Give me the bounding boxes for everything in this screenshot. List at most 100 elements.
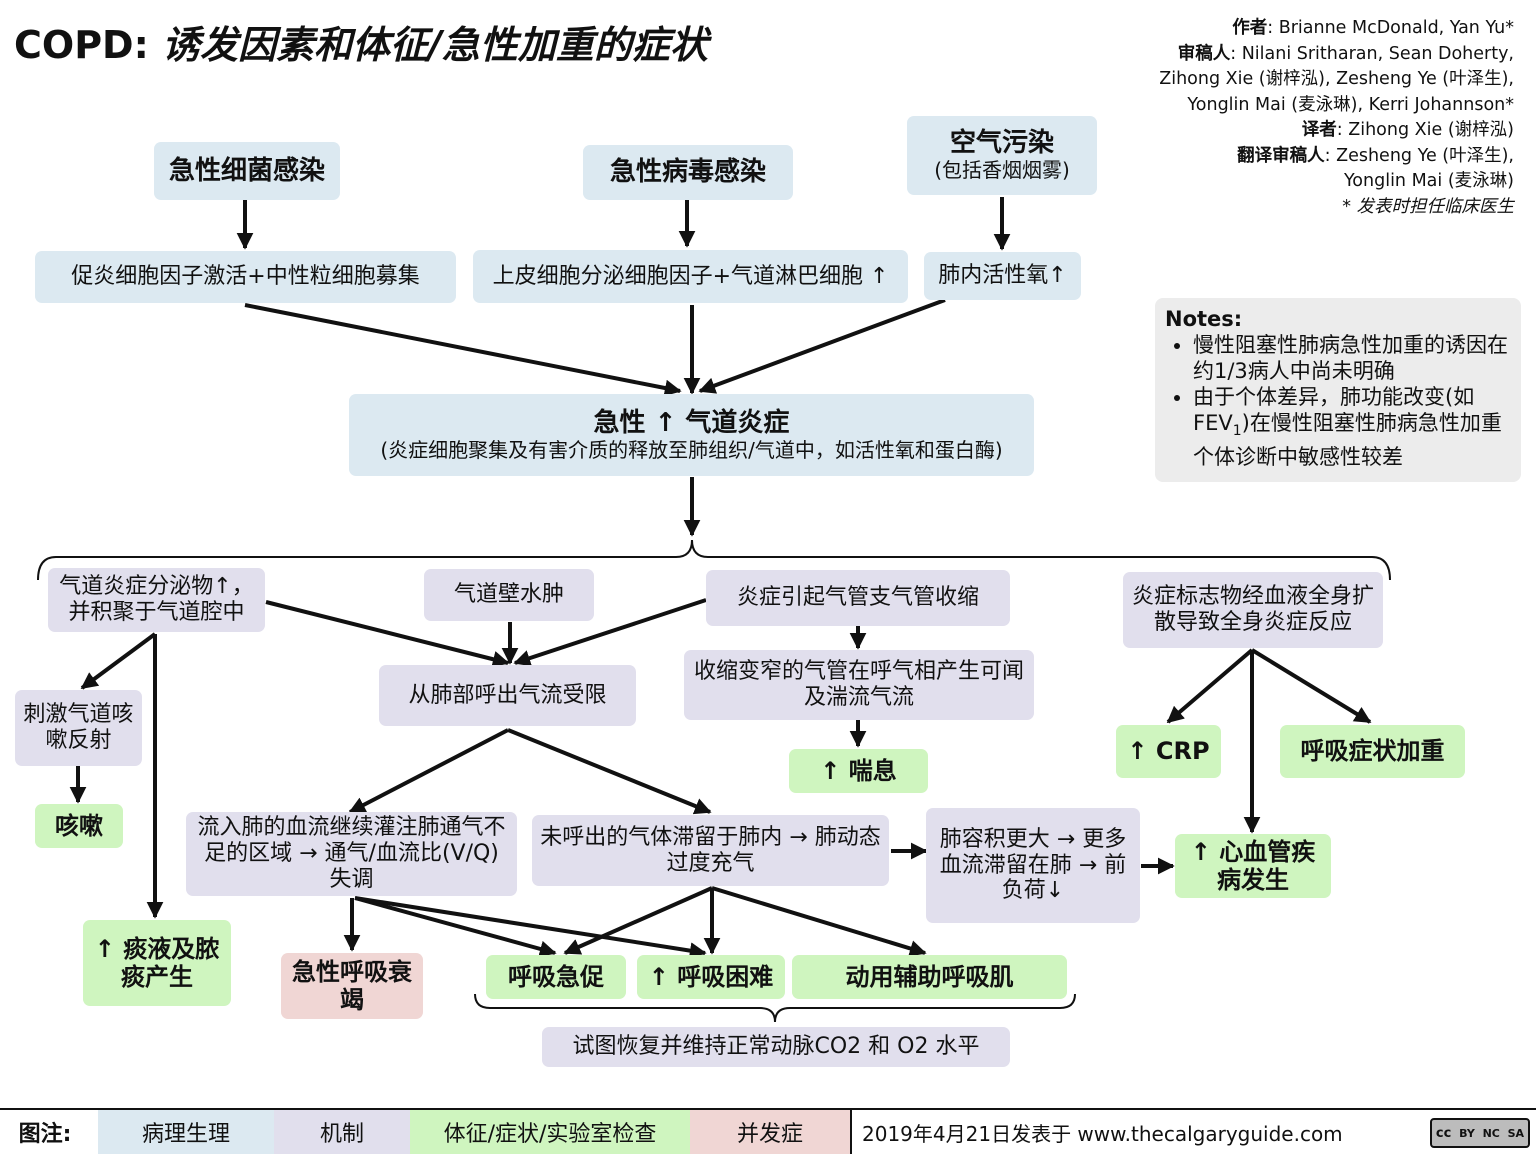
title-main: 诱发因素和体征/急性加重的症状 xyxy=(162,23,708,67)
note-item-1: 慢性阻塞性肺病急性加重的诱因在约1/3病人中尚未明确 xyxy=(1193,332,1511,384)
notes-heading: Notes: xyxy=(1165,307,1243,331)
by-icon: BY xyxy=(1459,1126,1475,1140)
cc-license-badge: cc BY NC SA xyxy=(1430,1118,1530,1148)
arrow-secretions-airflow xyxy=(265,600,510,668)
box-cytokine-activation-label: 促炎细胞因子激活+中性粒细胞募集 xyxy=(71,264,420,290)
note-item-2-sub: 1 xyxy=(1232,423,1242,440)
arrow-vq-dyspnea xyxy=(354,896,707,959)
box-airway-secretions-label: 气道炎症分泌物↑，并积聚于气道腔中 xyxy=(59,574,254,625)
box-cytokine-activation: 促炎细胞因子激活+中性粒细胞募集 xyxy=(35,251,456,303)
legend-bar: 图注: 病理生理 机制 体征/症状/实验室检查 并发症 2019年4月21日发表… xyxy=(0,1108,1536,1154)
box-systemic-inflammation-label: 炎症标志物经血液全身扩散导致全身炎症反应 xyxy=(1131,584,1374,635)
box-air-pollution: 空气污染 (包括香烟烟雾) xyxy=(907,116,1097,195)
arrow-cytokine-inflammation xyxy=(244,303,682,397)
page-title: COPD: 诱发因素和体征/急性加重的症状 xyxy=(14,14,708,69)
box-air-trapping-label: 未呼出的气体滞留于肺内 → 肺动态过度充气 xyxy=(540,824,881,876)
box-crp: ↑ CRP xyxy=(1116,725,1221,778)
trans-reviewers-line-2: Yonglin Mai (麦泳琳) xyxy=(1343,171,1514,191)
box-vq-mismatch-label: 流入肺的血流继续灌注肺通气不足的区域 → 通气/血流比(V/Q) 失调 xyxy=(197,815,506,892)
box-airflow-limitation: 从肺部呼出气流受限 xyxy=(379,665,636,726)
reviewers-line-2: Zihong Xie (谢梓泓), Zesheng Ye (叶泽生), xyxy=(1159,69,1514,89)
box-tachypnea-label: 呼吸急促 xyxy=(508,962,604,991)
sa-icon: SA xyxy=(1507,1126,1525,1140)
box-wheeze: ↑ 喘息 xyxy=(789,749,928,793)
legend-complication: 并发症 xyxy=(690,1110,850,1154)
author: : Brianne McDonald, Yan Yu* xyxy=(1267,18,1514,38)
box-crp-label: ↑ CRP xyxy=(1127,737,1210,766)
box-acute-respiratory-failure: 急性呼吸衰竭 xyxy=(281,953,423,1019)
arrow-systemic-crp xyxy=(1166,648,1254,724)
box-sputum-production: ↑ 痰液及脓痰产生 xyxy=(83,920,231,1006)
reviewers-line-1: : Nilani Sritharan, Sean Doherty, xyxy=(1230,43,1514,64)
note-item-2: 由于个体差异，肺功能改变(如FEV1)在慢性阻塞性肺病急性加重个体诊断中敏感性较… xyxy=(1193,384,1511,470)
translator: : Zihong Xie (谢梓泓) xyxy=(1336,120,1514,140)
arrow-secretions-coughreflex xyxy=(80,632,157,690)
arrow-ros-inflammation xyxy=(698,298,946,394)
notes-panel: Notes: 慢性阻塞性肺病急性加重的诱因在约1/3病人中尚未明确 由于个体差异… xyxy=(1155,298,1521,482)
box-viral-infection-label: 急性病毒感染 xyxy=(609,157,766,188)
box-dyspnea: ↑ 呼吸困难 xyxy=(637,955,785,999)
box-accessory-muscles: 动用辅助呼吸肌 xyxy=(792,955,1067,999)
box-airway-inflammation: 急性 ↑ 气道炎症 (炎症细胞聚集及有害介质的释放至肺组织/气道中，如活性氧和蛋… xyxy=(349,394,1034,476)
box-airway-edema-label: 气道壁水肿 xyxy=(453,582,564,608)
legend-divider xyxy=(850,1110,852,1154)
cc-icon: cc xyxy=(1435,1125,1452,1141)
box-lung-ros: 肺内活性氧↑ xyxy=(924,252,1081,300)
note-item-2-a: 由于个体差异，肺功能改变(如FEV xyxy=(1193,385,1475,435)
box-turbulent-airflow-label: 收缩变窄的气管在呼气相产生可闻及湍流气流 xyxy=(693,659,1024,710)
reviewers-line-3: Yonglin Mai (麦泳琳), Kerri Johannson* xyxy=(1187,94,1514,115)
credits: 作者: Brianne McDonald, Yan Yu* 审稿人: Nilan… xyxy=(1159,16,1514,220)
box-cough-label: 咳嗽 xyxy=(55,811,103,840)
box-restore-gases: 试图恢复并维持正常动脉CO2 和 O2 水平 xyxy=(542,1027,1010,1067)
arrow-bronchoconstriction-airflow xyxy=(513,598,707,667)
box-cough: 咳嗽 xyxy=(35,804,123,848)
brace-top xyxy=(37,539,1391,581)
box-airway-inflammation-sub: (炎症细胞聚集及有害介质的释放至肺组织/气道中，如活性氧和蛋白酶) xyxy=(380,437,1003,462)
arrow-airflow-trapping xyxy=(507,728,712,815)
box-turbulent-airflow: 收缩变窄的气管在呼气相产生可闻及湍流气流 xyxy=(684,650,1034,720)
box-epithelial-cytokines-label: 上皮细胞分泌细胞因子+气道淋巴细胞 ↑ xyxy=(492,263,889,289)
box-airway-edema: 气道壁水肿 xyxy=(424,569,594,621)
footnote: * 发表时担任临床医生 xyxy=(1342,196,1514,217)
box-accessory-muscles-label: 动用辅助呼吸肌 xyxy=(845,962,1014,991)
box-airway-secretions: 气道炎症分泌物↑，并积聚于气道腔中 xyxy=(48,568,265,632)
box-worsening-respiratory-symptoms: 呼吸症状加重 xyxy=(1280,725,1465,778)
published-date: 2019年4月21日发表于 www.thecalgaryguide.com xyxy=(862,1121,1343,1146)
box-cough-reflex: 刺激气道咳嗽反射 xyxy=(15,690,142,766)
box-acute-respiratory-failure-label: 急性呼吸衰竭 xyxy=(292,957,412,1014)
box-air-trapping: 未呼出的气体滞留于肺内 → 肺动态过度充气 xyxy=(532,815,889,886)
legend-mechanism: 机制 xyxy=(274,1110,410,1154)
arrow-trapping-tachypnea xyxy=(563,886,713,955)
box-lung-volume-label: 肺容积更大 → 更多血流滞留在肺 → 前负荷↓ xyxy=(939,826,1127,904)
box-cough-reflex-label: 刺激气道咳嗽反射 xyxy=(23,702,134,753)
legend-label: 图注: xyxy=(18,1122,72,1147)
box-air-pollution-label: 空气污染 xyxy=(949,128,1054,159)
arrow-trapping-accessory xyxy=(711,886,927,957)
box-cardiovascular-disease-label: ↑ 心血管疾病发生 xyxy=(1190,837,1316,894)
notes-list: 慢性阻塞性肺病急性加重的诱因在约1/3病人中尚未明确 由于个体差异，肺功能改变(… xyxy=(1165,332,1511,470)
box-restore-gases-label: 试图恢复并维持正常动脉CO2 和 O2 水平 xyxy=(572,1034,980,1060)
nc-icon: NC xyxy=(1482,1126,1500,1140)
box-bacterial-infection-label: 急性细菌感染 xyxy=(168,155,325,186)
arrow-vq-tachypnea xyxy=(354,896,557,958)
trans-reviewers-line-1: : Zesheng Ye (叶泽生), xyxy=(1324,145,1514,166)
box-cardiovascular-disease: ↑ 心血管疾病发生 xyxy=(1175,834,1331,898)
box-bacterial-infection: 急性细菌感染 xyxy=(154,142,340,200)
author-label: 作者 xyxy=(1232,18,1268,38)
box-dyspnea-label: ↑ 呼吸困难 xyxy=(648,962,774,991)
box-air-pollution-sub: (包括香烟烟雾) xyxy=(934,158,1070,183)
reviewer-label: 审稿人 xyxy=(1177,43,1231,64)
box-lung-volume: 肺容积更大 → 更多血流滞留在肺 → 前负荷↓ xyxy=(926,808,1140,923)
box-systemic-inflammation: 炎症标志物经血液全身扩散导致全身炎症反应 xyxy=(1123,572,1383,648)
legend-pathophysiology: 病理生理 xyxy=(98,1110,274,1154)
box-bronchoconstriction-label: 炎症引起气管支气管收缩 xyxy=(736,585,979,611)
arrow-airflow-vq xyxy=(348,728,509,814)
box-sputum-production-label: ↑ 痰液及脓痰产生 xyxy=(94,934,220,991)
brace-bottom xyxy=(474,993,1076,1023)
box-wheeze-label: ↑ 喘息 xyxy=(820,756,897,785)
box-airway-inflammation-label: 急性 ↑ 气道炎症 xyxy=(593,407,790,438)
box-viral-infection: 急性病毒感染 xyxy=(583,145,793,200)
box-airflow-limitation-label: 从肺部呼出气流受限 xyxy=(408,682,607,708)
box-bronchoconstriction: 炎症引起气管支气管收缩 xyxy=(706,570,1010,626)
